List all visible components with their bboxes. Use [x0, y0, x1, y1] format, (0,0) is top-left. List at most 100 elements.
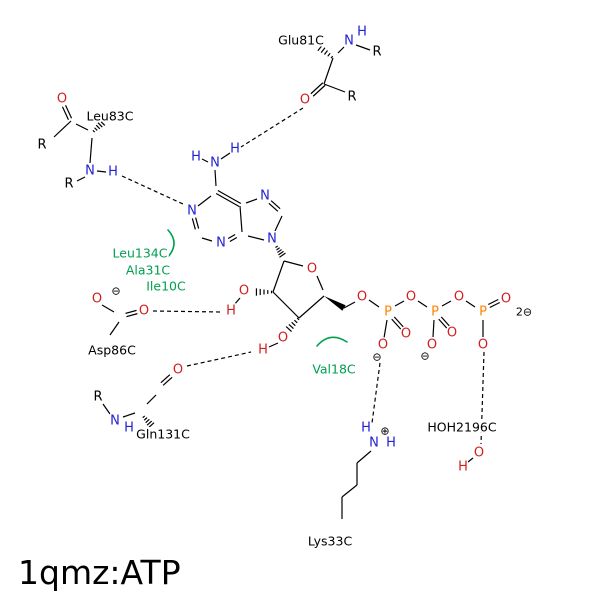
single-bond	[337, 46, 345, 54]
atom-label: O	[406, 290, 416, 305]
atom-label: N	[260, 189, 270, 204]
single-bond	[268, 342, 279, 348]
hydrophobic-residue-label-val18c: Val18C	[312, 362, 356, 377]
single-bond	[355, 44, 371, 51]
residue-label-leu83c: Leu83C	[87, 109, 134, 124]
hash-wedge-bond	[278, 250, 284, 256]
double-bond	[215, 192, 240, 208]
single-bond	[274, 215, 283, 232]
single-bond	[53, 120, 72, 138]
double-bond	[64, 105, 73, 119]
single-bond	[76, 176, 86, 182]
double-bond	[391, 318, 402, 330]
atom-label: R	[372, 45, 381, 60]
atom-label: O	[239, 284, 249, 299]
atom-label: H	[226, 304, 236, 319]
hash-wedge-bond	[275, 245, 278, 249]
atom-label: N	[344, 34, 354, 49]
single-bond	[122, 412, 136, 418]
structure-title: 1qmz:ATP	[18, 553, 181, 592]
atom-label: O	[401, 327, 411, 342]
single-bond	[323, 57, 334, 85]
charge-label: 2⊖	[516, 306, 532, 319]
atom-label: O	[501, 292, 511, 307]
covalent-bonds-layer	[53, 44, 501, 519]
single-bond	[201, 237, 213, 242]
atom-label: N	[210, 156, 220, 171]
hash-wedge-bond	[92, 129, 96, 133]
hash-wedge-bond	[291, 321, 296, 327]
single-bond	[197, 195, 212, 207]
hash-wedge-bond	[288, 323, 294, 330]
single-bond	[272, 260, 285, 293]
atom-label: O	[173, 363, 183, 378]
single-bond	[323, 83, 346, 93]
hash-wedge-bond	[317, 44, 323, 52]
atom-label: H	[108, 165, 118, 180]
atom-label: O	[57, 92, 67, 107]
charge-label: ⊖	[372, 351, 381, 364]
charge-labels-layer: ⊖⊖⊖2⊖⊕	[110, 284, 533, 439]
atom-label: O	[307, 262, 317, 277]
hash-wedge-bond	[146, 420, 153, 426]
double-bond	[489, 301, 501, 309]
hash-wedge-bond	[94, 127, 98, 131]
hydrogen-bond	[152, 310, 222, 313]
single-bond	[467, 457, 474, 463]
hash-wedge-bond	[330, 55, 334, 59]
double-bond	[195, 217, 200, 229]
atom-label: R	[37, 138, 46, 153]
single-bond	[239, 205, 243, 233]
residue-label-hoh2196c: HOH2196C	[427, 420, 496, 435]
single-bond	[247, 235, 265, 241]
hash-wedge-bond	[327, 52, 331, 57]
single-bond	[394, 300, 405, 307]
atom-label: N	[85, 164, 95, 179]
hash-wedge-bond	[97, 122, 103, 128]
single-bond	[368, 299, 380, 308]
single-bond	[245, 198, 258, 204]
wedge-bond	[324, 296, 346, 311]
double-bond	[268, 202, 279, 212]
hydrophobic-residue-label-ile10c: Ile10C	[146, 279, 186, 294]
charge-label: ⊖	[111, 285, 120, 298]
double-bond	[487, 298, 499, 306]
residue-label-glu81c: Glu81C	[278, 33, 324, 48]
hydrogen-bond	[186, 351, 252, 367]
single-bond	[441, 300, 452, 307]
atom-label: H	[357, 25, 367, 40]
atom-label: O	[278, 331, 288, 346]
atom-label: O	[454, 290, 464, 305]
atom-label: R	[347, 90, 356, 105]
atom-label: H	[230, 142, 240, 157]
double-bond	[125, 309, 137, 314]
single-bond	[417, 300, 428, 308]
double-bond	[229, 236, 238, 242]
atom-label: H	[458, 460, 468, 475]
single-bond	[298, 295, 325, 319]
hash-wedge-bond	[320, 47, 326, 53]
double-bond	[126, 313, 138, 318]
single-bond	[383, 319, 388, 339]
single-bond	[75, 123, 89, 131]
atom-label: O	[447, 326, 457, 341]
atom-label: O	[474, 446, 484, 461]
hash-wedge-bond	[95, 124, 101, 130]
atom-label: P	[479, 305, 487, 320]
single-bond	[272, 291, 300, 319]
atom-label: H	[258, 343, 268, 358]
atom-label: H	[386, 436, 396, 451]
single-bond	[316, 275, 324, 291]
single-bond	[233, 297, 241, 306]
atom-label: P	[384, 305, 392, 320]
hydrophobic-contact-arc	[167, 229, 175, 258]
hash-wedge-bond	[143, 417, 148, 421]
atom-label: H	[124, 421, 134, 436]
atom-label: O	[427, 338, 437, 353]
residue-label-asp86c: Asp86C	[88, 343, 136, 358]
atom-label: N	[216, 236, 226, 251]
double-bond	[227, 234, 236, 240]
single-bond	[283, 260, 304, 267]
